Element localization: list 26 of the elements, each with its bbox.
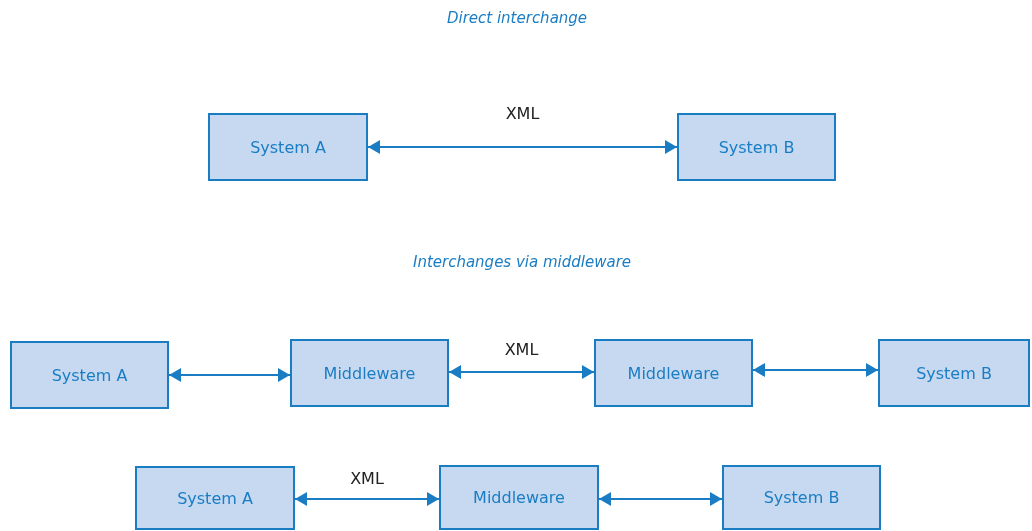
system-box <box>208 113 368 181</box>
node-label: Middleware <box>627 363 720 383</box>
diagram-title: Direct interchange <box>446 9 588 27</box>
node-label: System B <box>718 137 795 157</box>
system-box <box>439 465 599 530</box>
node-label: System A <box>177 488 253 508</box>
double-arrow <box>752 363 879 377</box>
system-box <box>722 465 881 530</box>
system-box <box>677 113 836 181</box>
node-label: Middleware <box>473 488 565 507</box>
double-arrow <box>367 140 678 154</box>
system-box <box>878 339 1030 407</box>
node-label: System B <box>763 488 840 507</box>
system-box <box>594 339 753 407</box>
system-box <box>290 339 449 407</box>
node-label: System A <box>250 137 326 157</box>
system-box <box>135 466 295 530</box>
section-heading: Interchanges via middleware <box>412 253 632 271</box>
node-label: System B <box>916 363 992 383</box>
double-arrow <box>598 492 723 506</box>
node-label: System A <box>51 365 128 385</box>
double-arrow <box>294 492 440 506</box>
node-label: Middleware <box>323 363 416 383</box>
double-arrow <box>168 368 291 382</box>
double-arrow <box>448 365 595 379</box>
system-box <box>10 341 169 409</box>
